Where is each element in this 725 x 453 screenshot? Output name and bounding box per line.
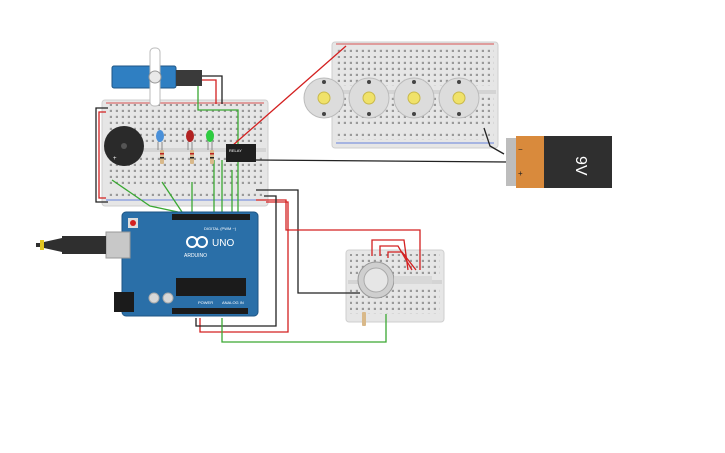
svg-text:+: + [113, 156, 117, 162]
wire-black-bottom [195, 195, 277, 327]
dc-motor-3[interactable] [393, 77, 435, 119]
battery-minus-sign: − [518, 145, 523, 154]
wire-green-2 [161, 181, 183, 213]
wire-red-bottom [199, 201, 289, 333]
arduino-analog-label: ANALOG IN [222, 300, 244, 305]
battery-plus-sign: + [518, 169, 523, 178]
piezo-buzzer[interactable]: + [104, 126, 144, 166]
wire-motor-black [483, 127, 505, 155]
wire-relay-black [255, 159, 509, 163]
dc-motor-1[interactable] [303, 77, 345, 119]
arduino-uno-label: UNO [212, 238, 234, 249]
battery-9v[interactable]: − + 9V [506, 136, 612, 188]
led-blue[interactable] [156, 130, 164, 150]
relay-label: RELAY [229, 148, 242, 153]
servo-motor[interactable] [111, 47, 202, 107]
wire-servo-red [200, 79, 217, 104]
wire-green-1 [111, 179, 179, 213]
dc-motor-2[interactable] [348, 77, 390, 119]
resistor-3 [210, 150, 214, 164]
wire-black-sensor [256, 189, 360, 294]
relay-module[interactable]: RELAY [226, 144, 256, 162]
gas-sensor[interactable] [357, 261, 432, 326]
resistor-2 [190, 150, 194, 164]
wire-black-left-bus [95, 107, 108, 203]
resistor-1 [160, 150, 164, 164]
wire-sensor-red-2 [379, 245, 413, 271]
battery-label: 9V [572, 156, 589, 176]
wire-red-left-bus [98, 111, 106, 199]
arduino-uno[interactable]: UNO ARDUINO DIGITAL (PWM ~) POWER ANALOG… [105, 211, 259, 317]
wire-sensor-red-1 [371, 239, 409, 271]
wires [95, 45, 509, 343]
wire-relay-red [231, 45, 347, 147]
wire-servo-black [200, 75, 223, 104]
led-red[interactable] [186, 130, 194, 150]
arduino-power-label: POWER [198, 300, 213, 305]
usb-cable [36, 236, 106, 254]
led-green[interactable] [206, 130, 214, 150]
arduino-digital-label: DIGITAL (PWM ~) [204, 226, 237, 231]
arduino-infinity-icon [186, 236, 208, 248]
wire-green-bottom [221, 314, 387, 343]
wire-sensor-red-3 [387, 251, 417, 271]
arduino-brand-label: ARDUINO [184, 253, 207, 259]
dc-motor-4[interactable] [438, 77, 480, 119]
